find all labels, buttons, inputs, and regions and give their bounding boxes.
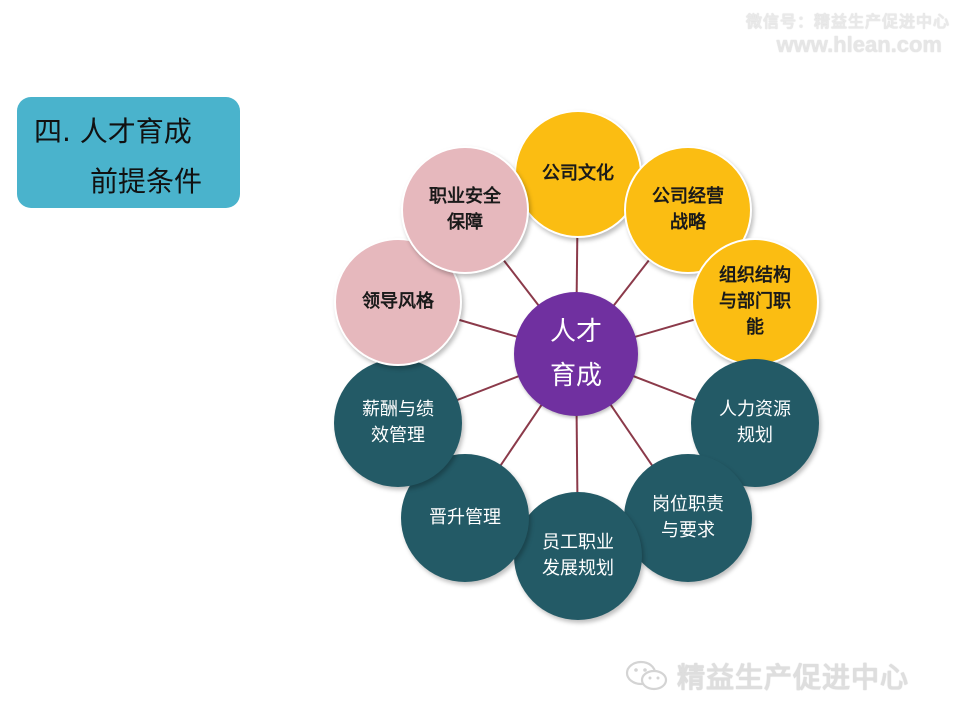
node-job-duty: 岗位职责 与要求	[624, 454, 752, 582]
node-career-dev: 员工职业 发展规划	[514, 492, 642, 620]
section-title-line1: 四. 人才育成	[34, 115, 192, 148]
node-company-culture: 公司文化	[514, 110, 642, 238]
node-org-structure: 组织结构 与部门职 能	[691, 238, 819, 366]
section-title-line2: 前提条件	[90, 165, 203, 198]
center-node: 人才 育成	[514, 292, 638, 416]
footer-logo-text: 精益生产促进中心	[677, 661, 910, 694]
wechat-icon	[625, 660, 668, 691]
node-job-security: 职业安全 保障	[401, 146, 529, 274]
footer-logo: 精益生产促进中心	[625, 656, 909, 696]
watermark-wechat-id: 微信号：精益生产促进中心	[745, 12, 950, 31]
watermark-url: www.hlean.com	[776, 32, 942, 57]
node-compensation: 薪酬与绩 效管理	[334, 359, 462, 487]
section-title-box: 四. 人才育成 前提条件	[17, 97, 240, 208]
